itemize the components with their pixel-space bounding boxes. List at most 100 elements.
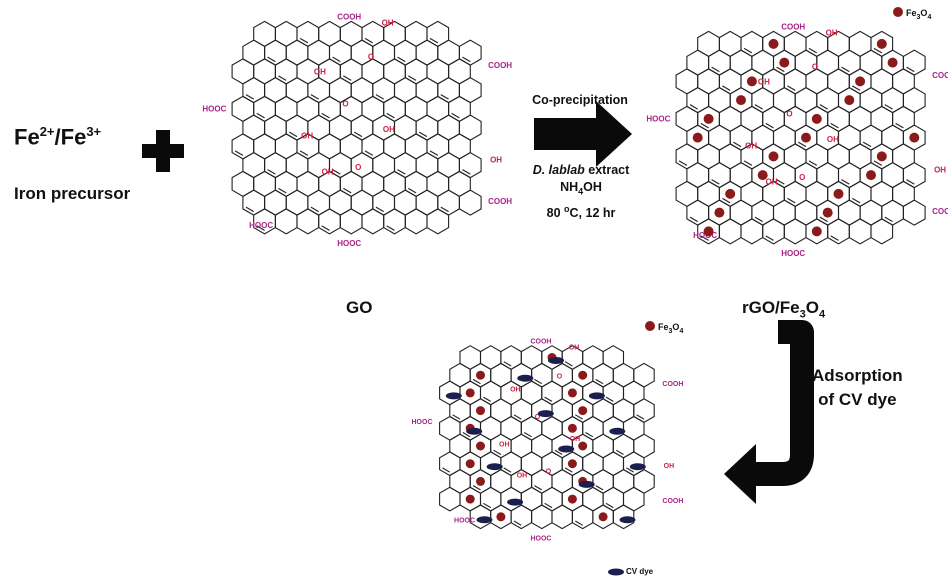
double-bond [808,160,818,166]
hydroxyl-group: OH [510,386,521,393]
double-bond [267,169,276,175]
double-bond [895,122,904,129]
double-bond [534,485,543,491]
double-bond [841,66,850,73]
double-bond [678,160,688,166]
epoxy-group: O [368,53,374,62]
cv-dye-molecule [629,463,646,471]
adsorption-arrow-icon [724,320,814,504]
double-bond [472,485,481,491]
lattice-hexagon [404,208,428,235]
fe3o4-nanoparticle [779,57,790,68]
fe3o4-nanoparticle [496,512,506,522]
lattice-hexagon [253,133,276,160]
lattice-hexagon [697,180,720,208]
double-bond [462,432,471,438]
lattice-hexagon [892,143,915,170]
double-bond [841,179,850,185]
lattice-hexagon [231,58,255,85]
lattice-hexagon [892,68,915,95]
double-bond [256,225,265,231]
lattice-hexagon [253,58,276,85]
double-bond [442,467,451,473]
double-bond [873,47,883,54]
fe3o4-nanoparticle [811,113,822,124]
hydroxyl-group: OH [314,68,326,77]
double-bond [375,206,384,213]
fe3o4-nanoparticle [465,494,475,504]
double-bond [364,150,374,156]
fe3o4-nanoparticle [811,226,822,237]
double-bond [776,179,785,185]
cv-dye-molecule [558,445,575,453]
lattice-hexagon [339,20,363,48]
carboxyl-group: HOOC [337,239,361,248]
lattice-hexagon [253,20,276,48]
double-bond [743,47,753,54]
lattice-hexagon [383,133,406,160]
lattice-hexagon [274,95,298,123]
lattice-hexagon [404,95,428,123]
double-bond [386,112,395,119]
lattice-hexagon [426,58,450,85]
carboxyl-group: HOOC [646,115,670,124]
double-bond [743,160,753,166]
fe3o4-nanoparticle [757,170,768,181]
lattice-hexagon [783,218,807,245]
hydroxyl-group: OH [569,345,580,352]
lattice-hexagon [870,68,894,95]
lattice-hexagon [848,218,872,245]
double-bond [852,197,861,204]
hydroxyl-group: OH [934,166,946,175]
double-bond [689,104,698,110]
hydroxyl-group: OH [382,18,394,27]
double-bond [310,94,319,100]
double-bond [797,141,807,148]
carboxyl-group: COOH [781,22,805,31]
fe3o4-nanoparticle [578,370,588,380]
fe3o4-nanoparticle [887,57,898,68]
double-bond [353,131,363,138]
carboxyl-group: COOH [488,61,512,70]
carboxyl-group: COOH [932,71,948,80]
double-bond [483,502,491,509]
lattice-hexagon [231,95,255,123]
reagent-line: NH4OH [560,180,602,197]
lattice-hexagon [740,105,764,133]
double-bond [408,187,417,194]
fe3o4-nanoparticle [476,406,485,416]
double-bond [513,414,522,420]
hydroxyl-group: OH [745,141,757,150]
fe3o4-nanoparticle [476,441,485,451]
double-bond [429,37,439,44]
double-bond [375,94,384,100]
lattice-hexagon [296,208,320,235]
fe3o4-nanoparticle [465,388,475,398]
double-bond [700,235,709,241]
double-bond [483,396,491,402]
lattice-hexagon [458,189,482,216]
double-bond [503,361,512,367]
fe3o4-nanoparticle [768,38,779,49]
hydroxyl-group: OH [322,167,334,176]
legend-fe3o4-top: Fe3O4 [906,8,932,21]
double-bond [462,56,471,63]
cv-dye-molecule [517,374,534,382]
cv-dye-molecule [507,498,524,506]
lattice-hexagon [718,143,742,170]
epoxy-group: O [799,173,805,182]
lattice-hexagon [383,58,406,85]
double-bond [808,47,818,54]
lattice-hexagon [361,58,385,85]
double-bond [386,225,395,231]
hydroxyl-group: OH [758,78,770,87]
lattice-hexagon [675,68,699,95]
fe3o4-nanoparticle [703,226,714,237]
hydroxyl-group: OH [766,177,778,186]
double-bond [636,414,645,420]
double-bond [418,131,428,138]
lattice-hexagon [718,105,742,133]
lattice-hexagon [805,180,829,208]
